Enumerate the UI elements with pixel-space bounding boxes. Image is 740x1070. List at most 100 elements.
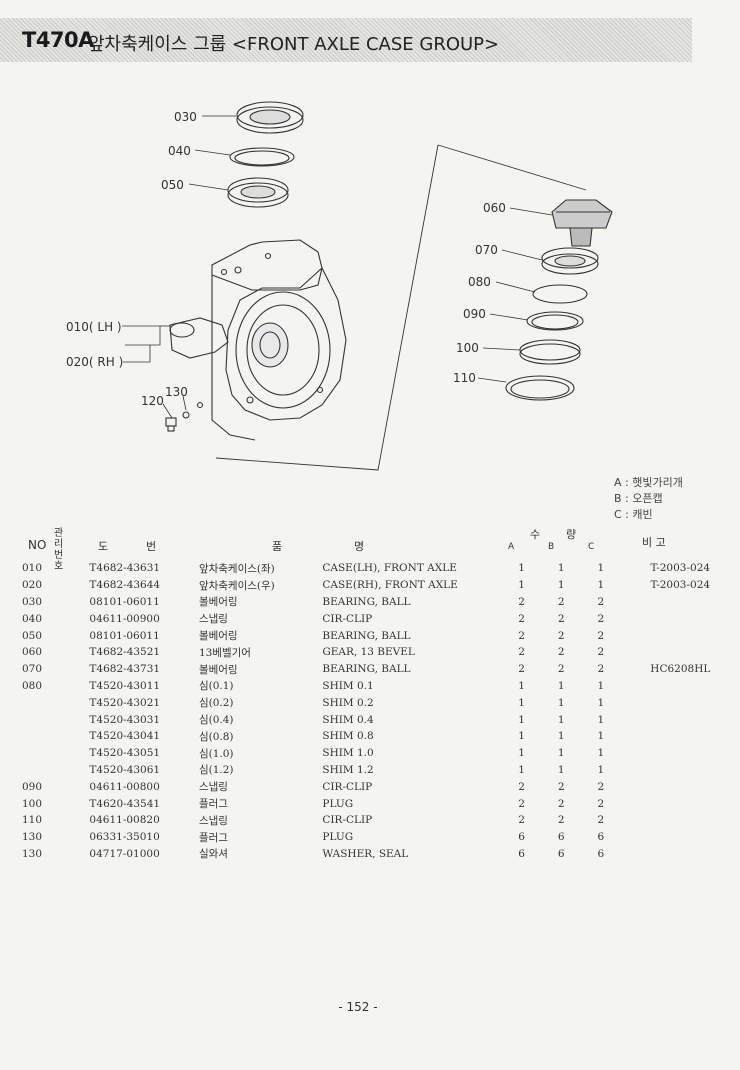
- cell-name-kr: 심(1.2): [198, 764, 234, 777]
- cell-part-number: 08101-06011: [89, 595, 160, 608]
- callout-080: 080: [468, 275, 491, 289]
- cell-remarks: [621, 711, 740, 728]
- cell-remarks: [621, 610, 740, 627]
- bearing-050-shape: [227, 177, 289, 208]
- bevel-gear-060-shape: [551, 199, 613, 247]
- cell-qty-c: 1: [597, 763, 605, 776]
- cell-qty-b: 1: [557, 696, 565, 709]
- cell-no: [22, 694, 89, 711]
- cell-no: 100: [22, 797, 43, 810]
- cell-name-kr: 볼베어링: [198, 663, 238, 676]
- cell-name-kr: 볼베어링: [198, 596, 238, 609]
- callout-110: 110: [453, 371, 476, 385]
- cell-qty-a: 2: [518, 612, 525, 625]
- cell-name-kr: 심(0.4): [198, 714, 234, 727]
- axle-case-housing-shape: [169, 239, 347, 441]
- cell-no: 060: [22, 646, 43, 659]
- cell-qty-a: 2: [518, 814, 525, 827]
- cell-name-en: SHIM 0.8: [322, 730, 374, 743]
- cell-qty-b: 2: [557, 629, 565, 642]
- cell-remarks: [621, 829, 740, 846]
- cell-remarks: [621, 694, 740, 711]
- cell-qty-b: 1: [557, 747, 565, 760]
- cell-remarks: [621, 678, 740, 695]
- cell-qty-a: 1: [518, 763, 525, 776]
- cell-no: 130: [22, 847, 43, 860]
- cell-name-kr: 플러그: [198, 798, 228, 811]
- cell-name-en: GEAR, 13 BEVEL: [322, 646, 415, 659]
- cell-name-en: WASHER, SEAL: [322, 847, 409, 860]
- cell-qty-c: 2: [597, 595, 605, 608]
- cell-qty-b: 2: [557, 663, 565, 676]
- bearing-070-shape: [541, 247, 599, 275]
- cell-qty-a: 2: [518, 629, 525, 642]
- callout-020: 020( RH ): [66, 355, 124, 369]
- cell-part-number: 04611-00820: [89, 814, 160, 827]
- cell-name-kr: 실와셔: [198, 848, 228, 861]
- page-title: 앞차축케이스 그룹 <FRONT AXLE CASE GROUP>: [88, 34, 500, 55]
- cell-remarks: [621, 812, 740, 829]
- cell-name-en: CIR-CLIP: [322, 612, 373, 625]
- cell-remarks: [621, 795, 740, 812]
- cell-no: 130: [22, 831, 43, 844]
- cell-qty-b: 2: [557, 612, 565, 625]
- cell-qty-b: 2: [557, 814, 565, 827]
- col-header-mgmt: 관리 번호: [54, 528, 64, 572]
- col-header-qty-2: 량: [566, 528, 577, 541]
- cell-part-number: 04611-00800: [89, 780, 160, 793]
- cell-name-en: CIR-CLIP: [322, 780, 373, 793]
- shim-080-shape: [532, 284, 588, 304]
- cell-part-number: T4682-43631: [89, 562, 161, 575]
- callout-050: 050: [161, 178, 184, 192]
- cell-part-number: T4682-43521: [89, 646, 161, 659]
- cell-qty-a: 2: [518, 646, 525, 659]
- cell-qty-b: 2: [557, 595, 565, 608]
- cell-qty-b: 1: [557, 679, 565, 692]
- col-header-b: B: [548, 542, 555, 552]
- cell-qty-a: 2: [518, 797, 525, 810]
- cell-qty-c: 2: [597, 646, 605, 659]
- callout-130: 130: [165, 385, 188, 399]
- cell-qty-b: 1: [557, 763, 565, 776]
- cell-qty-c: 1: [597, 679, 605, 692]
- cell-no: [22, 762, 89, 779]
- cell-qty-a: 1: [518, 730, 525, 743]
- cell-qty-b: 6: [557, 847, 565, 860]
- cell-part-number: T4520-43051: [89, 747, 161, 760]
- cell-part-number: T4520-43041: [89, 730, 161, 743]
- cell-remarks: HC6208HL: [650, 663, 711, 676]
- cell-qty-a: 1: [518, 747, 525, 760]
- cell-remarks: [621, 745, 740, 762]
- cell-part-number: 06331-35010: [89, 831, 160, 844]
- leader-lines: [122, 115, 553, 419]
- callout-100: 100: [456, 341, 479, 355]
- cell-remarks: [621, 594, 740, 611]
- cell-no: 010: [22, 562, 43, 575]
- cell-name-kr: 심(0.2): [198, 697, 234, 710]
- cell-name-en: CIR-CLIP: [322, 814, 373, 827]
- cell-qty-c: 6: [597, 847, 605, 860]
- cell-name-kr: 플러그: [198, 831, 228, 844]
- cell-name-en: SHIM 0.2: [322, 696, 374, 709]
- model-code: T470A: [22, 28, 94, 52]
- cell-qty-a: 1: [518, 679, 525, 692]
- header-banner: [0, 18, 692, 62]
- legend-c: C : 캐빈: [614, 508, 653, 521]
- plug-100-shape: [519, 339, 581, 365]
- cell-name-kr: 앞차축케이스(우): [198, 579, 275, 592]
- col-header-drawing-2: 번: [146, 540, 157, 553]
- cell-qty-a: 6: [518, 847, 525, 860]
- col-header-name-2: 명: [354, 540, 365, 553]
- legend-b: B : 오픈캡: [614, 492, 663, 505]
- cell-qty-c: 1: [597, 713, 605, 726]
- col-header-a: A: [508, 542, 515, 552]
- cell-qty-c: 2: [597, 797, 605, 810]
